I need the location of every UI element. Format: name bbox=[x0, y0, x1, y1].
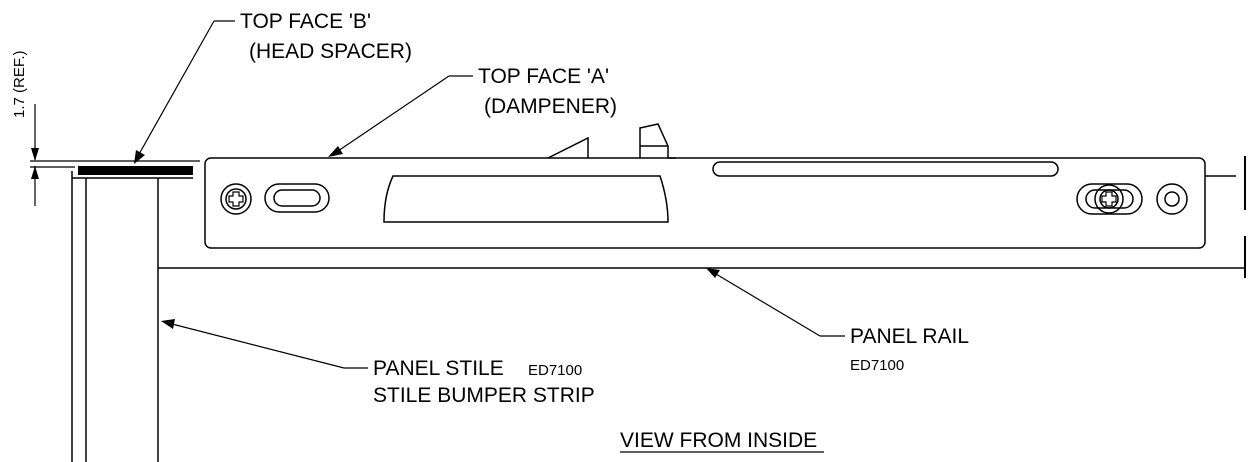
left-screw bbox=[220, 183, 252, 215]
leader-line bbox=[715, 273, 821, 337]
left-slot-inner bbox=[273, 189, 321, 207]
left-screw-head bbox=[225, 188, 247, 210]
right-hole-outer bbox=[1156, 183, 1188, 215]
dimension-text: 1.7 (REF.) bbox=[11, 50, 28, 118]
leader-arrow bbox=[161, 319, 175, 329]
label-stile-bumper-strip: STILE BUMPER STRIP bbox=[373, 384, 595, 407]
label-dampener: (DAMPENER) bbox=[484, 95, 617, 118]
dampener bbox=[204, 123, 1206, 249]
right-screw-outer bbox=[1094, 184, 1124, 214]
leader-top-face-a bbox=[328, 75, 473, 157]
leader-arrow bbox=[706, 268, 720, 278]
label-panel-stile: PANEL STILE bbox=[373, 357, 504, 380]
panel-stile bbox=[71, 171, 193, 462]
label-panel-rail: PANEL RAIL bbox=[850, 325, 969, 348]
phillips-cross-icon bbox=[228, 191, 244, 207]
leader-line bbox=[337, 75, 450, 152]
dimension-arrow-down bbox=[31, 148, 39, 161]
panel-rail bbox=[158, 156, 1246, 278]
right-screw-slot-inner bbox=[1085, 189, 1134, 209]
label-top-face-a: TOP FACE 'A' bbox=[478, 65, 609, 88]
leader-arrow bbox=[134, 150, 145, 164]
right-screw bbox=[1076, 183, 1143, 215]
dampener-plate bbox=[204, 157, 1206, 249]
long-slot bbox=[712, 161, 1059, 177]
right-screw-slot-outer bbox=[1076, 183, 1143, 215]
right-screw-head bbox=[1099, 189, 1119, 209]
left-screw-outer bbox=[220, 183, 252, 215]
phillips-cross-icon bbox=[1101, 191, 1117, 207]
leader-line bbox=[171, 323, 345, 369]
latch-catch bbox=[639, 123, 676, 159]
leader-line bbox=[137, 20, 215, 157]
leader-arrow bbox=[328, 146, 343, 157]
left-slot-outer bbox=[264, 183, 330, 213]
label-head-spacer: (HEAD SPACER) bbox=[249, 40, 412, 63]
label-view-from-inside: VIEW FROM INSIDE bbox=[620, 429, 817, 452]
label-top-face-b: TOP FACE 'B' bbox=[240, 10, 371, 33]
ramp-catch bbox=[547, 136, 589, 159]
label-panel-stile-code: ED7100 bbox=[528, 362, 582, 379]
head-spacer bbox=[78, 166, 193, 175]
right-hole-inner bbox=[1164, 191, 1180, 207]
leader-panel-stile bbox=[161, 319, 368, 369]
leader-top-face-b bbox=[134, 20, 235, 164]
leader-panel-rail bbox=[706, 268, 845, 337]
label-panel-rail-code: ED7100 bbox=[850, 357, 904, 374]
window-cutout bbox=[383, 175, 669, 223]
dimension-1-7-ref: 1.7 (REF.) bbox=[11, 50, 200, 206]
